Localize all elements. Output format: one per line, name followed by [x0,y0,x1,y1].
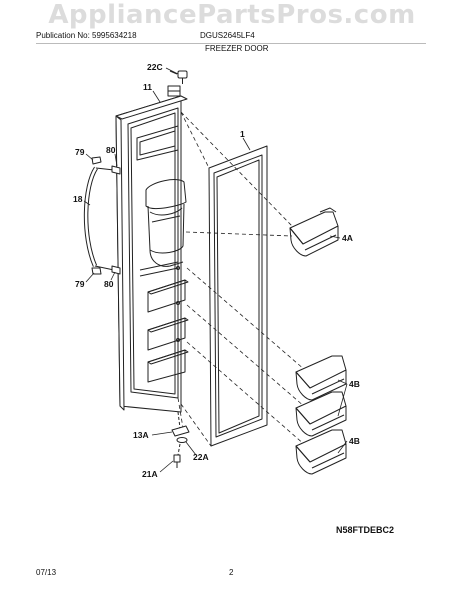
publication-number: Publication No: 5995634218 [36,31,137,40]
header-rule [36,43,426,44]
callout-11: 11 [143,82,152,92]
door-bin-4b-1 [295,355,347,401]
footer-page-number: 2 [229,568,234,577]
section-title: FREEZER DOOR [205,44,269,53]
door-handle [83,156,121,275]
watermark: AppliancePartsPros.com [48,0,416,30]
diagram-code: N58FTDEBC2 [336,525,395,535]
assembly-guide-lines [177,111,306,447]
callout-80-bottom: 80 [104,279,114,289]
callout-79-bottom: 79 [75,279,85,289]
door-bin-4b-3 [295,429,347,475]
door-bin-4a [289,207,339,257]
callout-4a: 4A [342,233,353,243]
callout-79-top: 79 [75,147,85,157]
door-shell [115,85,189,413]
callout-labels: 22C 11 1 79 80 18 79 80 4A 4B 4B 13A 22A… [73,62,360,479]
model-number: DGUS2645LF4 [200,31,255,40]
bottom-hinge-parts [171,411,190,468]
callout-13a: 13A [133,430,149,440]
door-bin-4b-2 [295,391,347,437]
callout-4b-upper: 4B [349,379,360,389]
callout-18: 18 [73,194,83,204]
hinge-cap-22c [169,70,188,84]
door-gasket [208,145,268,447]
callout-1: 1 [240,129,245,139]
footer-date: 07/13 [36,568,57,577]
callout-22a: 22A [193,452,209,462]
callout-22c: 22C [147,62,163,72]
callout-4b-lower: 4B [349,436,360,446]
callout-80-top: 80 [106,145,116,155]
callout-21a: 21A [142,469,158,479]
leader-lines [83,67,348,473]
